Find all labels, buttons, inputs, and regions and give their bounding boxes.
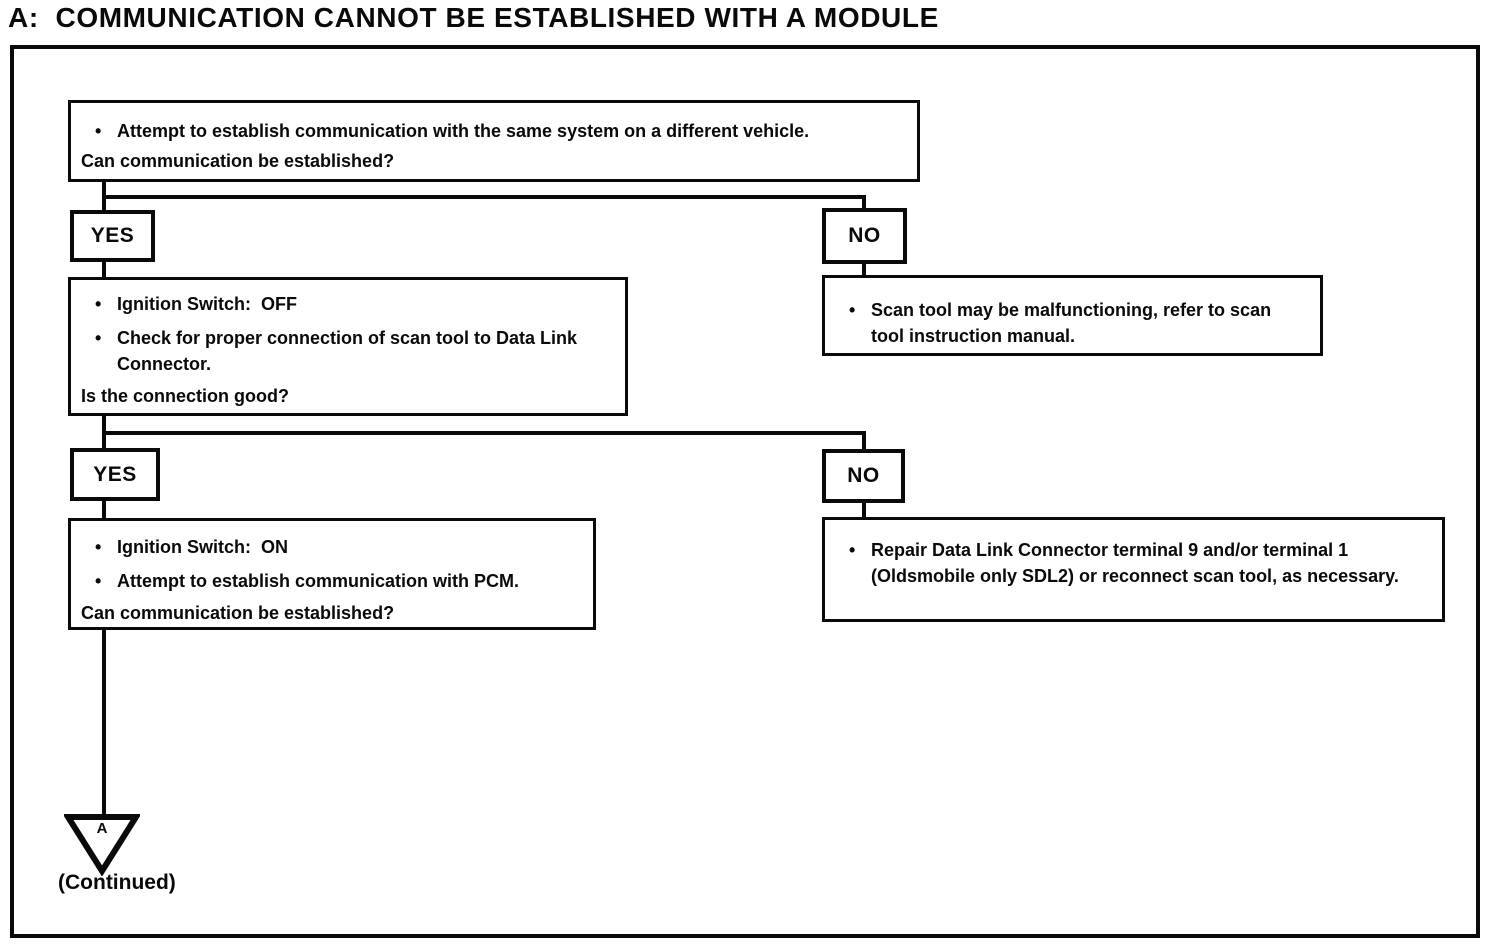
- step3yes-bullet2-text: Attempt to establish communication with …: [117, 571, 520, 591]
- step2yes-bullet2-text: Check for proper connection of scan tool…: [117, 328, 583, 374]
- connector-line-no1-down: [862, 263, 866, 276]
- step-box-scan-tool-malfunction: • Scan tool may be malfunctioning, refer…: [822, 275, 1323, 356]
- step3yes-question-text: Can communication be established?: [81, 603, 395, 623]
- step1-question-text: Can communication be established?: [81, 151, 395, 171]
- bullet-line: • Ignition Switch: ON: [81, 534, 585, 560]
- offpage-connector-label: A: [96, 820, 108, 837]
- page-title: A: COMMUNICATION CANNOT BE ESTABLISHED W…: [8, 2, 939, 33]
- connector-line-h2: [102, 431, 866, 435]
- bullet-icon: •: [95, 121, 102, 141]
- bullet-line: • Ignition Switch: OFF: [81, 291, 611, 317]
- connector-line-v1-no: [862, 195, 866, 210]
- step2no-bullet1-text: Scan tool may be malfunctioning, refer t…: [871, 300, 1277, 346]
- bullet-line: • Attempt to establish communication wit…: [81, 568, 585, 594]
- offpage-connector: A: [62, 812, 142, 877]
- bullet-line: • Scan tool may be malfunctioning, refer…: [835, 297, 1285, 349]
- bullet-line: • Attempt to establish communication wit…: [81, 118, 909, 144]
- connector-line-v2-no: [862, 431, 866, 450]
- step-box-ignition-on: • Ignition Switch: ON • Attempt to estab…: [68, 518, 596, 630]
- step3no-bullet1-text: Repair Data Link Connector terminal 9 an…: [871, 540, 1399, 586]
- step2yes-bullet1-text: Ignition Switch: OFF: [117, 294, 297, 314]
- connector-line-no2-down: [862, 502, 866, 517]
- bullet-icon: •: [95, 328, 102, 348]
- flowchart-border: [10, 45, 1480, 938]
- bullet-icon: •: [95, 294, 102, 314]
- yes-label-2: YES: [93, 462, 137, 486]
- connector-line-v3: [102, 628, 106, 818]
- bullet-line: • Repair Data Link Connector terminal 9 …: [835, 537, 1427, 589]
- yes-box-2: YES: [70, 448, 160, 501]
- no-box-1: NO: [822, 208, 907, 264]
- bullet-line: • Check for proper connection of scan to…: [81, 325, 611, 377]
- bullet-icon: •: [849, 540, 856, 560]
- bullet-icon: •: [95, 571, 102, 591]
- bullet-icon: •: [849, 300, 856, 320]
- continued-caption: (Continued): [58, 871, 176, 894]
- bullet-icon: •: [95, 537, 102, 557]
- step-box-initial: • Attempt to establish communication wit…: [68, 100, 920, 182]
- step-box-repair-dlc: • Repair Data Link Connector terminal 9 …: [822, 517, 1445, 622]
- step-box-check-connection: • Ignition Switch: OFF • Check for prope…: [68, 277, 628, 416]
- triangle-connector-icon: [62, 814, 142, 877]
- no-box-2: NO: [822, 449, 905, 503]
- yes-label-1: YES: [90, 224, 135, 247]
- no-label-1: NO: [848, 224, 881, 247]
- connector-line-yes2-down: [102, 500, 106, 518]
- step1-bullet1-text: Attempt to establish communication with …: [117, 121, 810, 141]
- connector-line-h1: [102, 195, 866, 199]
- no-label-2: NO: [847, 464, 880, 487]
- step3yes-bullet1-text: Ignition Switch: ON: [117, 537, 288, 557]
- step2yes-question-text: Is the connection good?: [81, 386, 289, 406]
- connector-line-yes1-down: [102, 261, 106, 278]
- yes-box-1: YES: [70, 210, 155, 262]
